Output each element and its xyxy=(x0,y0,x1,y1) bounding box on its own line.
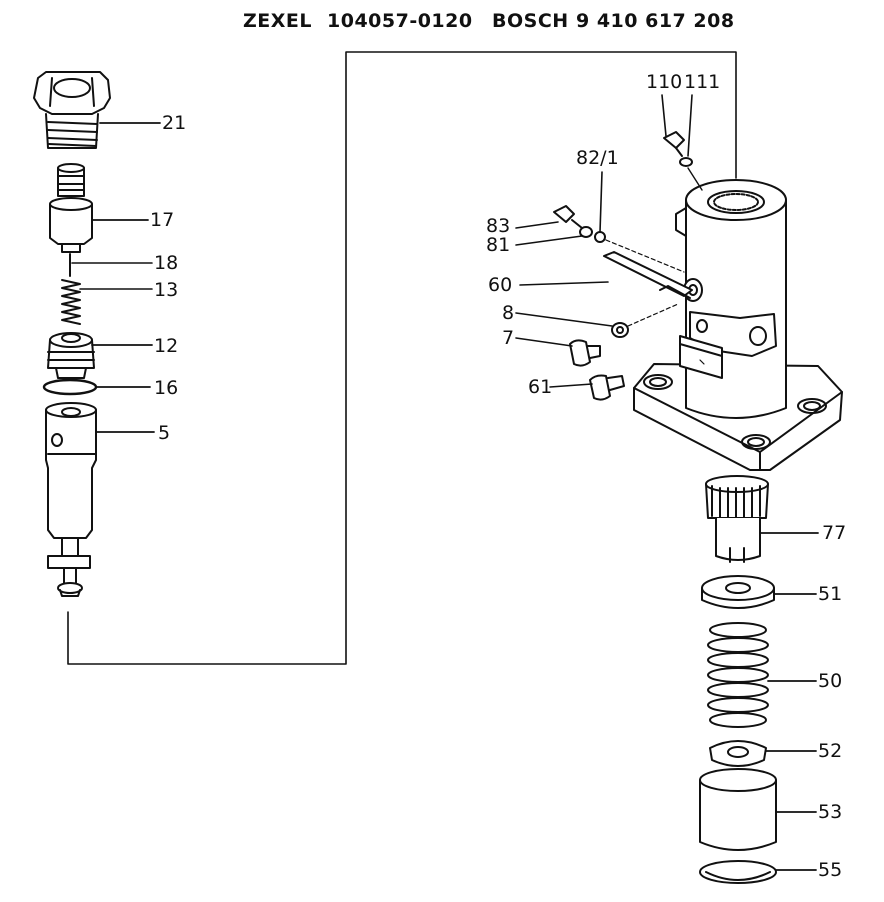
callout-52: 52 xyxy=(818,740,843,762)
callout-18: 18 xyxy=(154,252,179,274)
callout-55: 55 xyxy=(818,859,843,881)
part-53-tappet xyxy=(699,768,777,851)
callout-81: 81 xyxy=(486,234,511,256)
callout-21: 21 xyxy=(162,112,187,134)
part-83-screw xyxy=(553,205,583,229)
part-51-spring-seat xyxy=(701,575,775,609)
header-part-number-zexel: 104057-0120 xyxy=(327,10,473,32)
part-60-control-rod xyxy=(603,251,693,299)
part-55-snap-ring xyxy=(699,860,777,884)
callout-16: 16 xyxy=(154,377,179,399)
part-7-screw xyxy=(569,339,601,367)
header-part-number-bosch: 9 410 617 208 xyxy=(576,10,735,32)
part-nut-lower-section xyxy=(57,163,85,197)
header-brand-zexel: ZEXEL xyxy=(243,10,312,32)
part-82-1-washer xyxy=(594,231,606,243)
part-50-plunger-spring xyxy=(707,622,769,728)
callout-111: 111 xyxy=(684,71,721,93)
part-5-plunger-barrel xyxy=(45,402,97,597)
part-17-valve-holder xyxy=(49,197,93,253)
callout-8: 8 xyxy=(502,302,515,324)
part-111-washer xyxy=(679,157,693,167)
part-12-valve-seat xyxy=(47,332,95,379)
part-52-lower-seat xyxy=(709,740,767,767)
part-16-o-ring xyxy=(42,378,98,396)
callout-12: 12 xyxy=(154,335,179,357)
part-pump-housing xyxy=(633,179,843,471)
callout-60: 60 xyxy=(488,274,513,296)
part-8-washer xyxy=(611,322,629,338)
callout-53: 53 xyxy=(818,801,843,823)
callout-82-1: 82/1 xyxy=(576,147,619,169)
part-61-screw xyxy=(589,374,625,401)
part-21-fitting-nut xyxy=(33,71,111,149)
assembly-link-line xyxy=(67,51,737,665)
callout-77: 77 xyxy=(822,522,847,544)
callout-50: 50 xyxy=(818,670,843,692)
callout-7: 7 xyxy=(502,327,515,349)
part-81-washer xyxy=(579,226,593,238)
header-brand-bosch: BOSCH xyxy=(492,10,569,32)
callout-5: 5 xyxy=(158,422,171,444)
callout-61: 61 xyxy=(528,376,553,398)
part-110-screw xyxy=(663,131,685,157)
callout-83: 83 xyxy=(486,215,511,237)
part-77-control-sleeve xyxy=(705,475,769,563)
callout-51: 51 xyxy=(818,583,843,605)
part-13-spring xyxy=(61,279,81,325)
callout-13: 13 xyxy=(154,279,179,301)
callout-17: 17 xyxy=(150,209,175,231)
callout-110: 110 xyxy=(646,71,683,93)
